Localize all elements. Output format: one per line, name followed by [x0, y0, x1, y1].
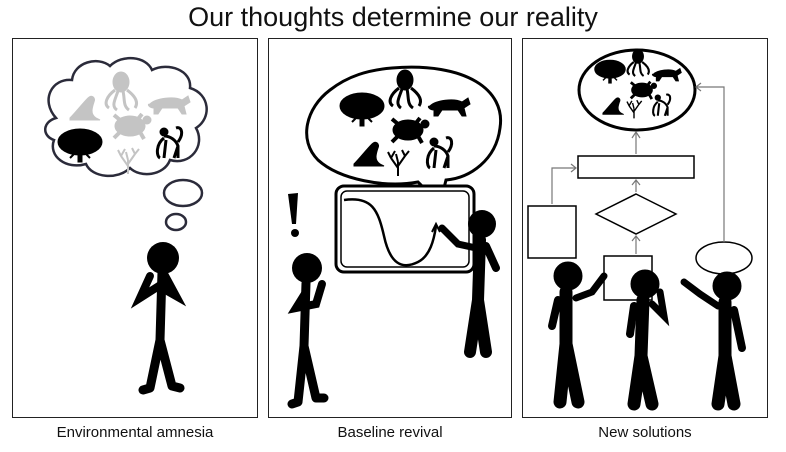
- stick-figure-icon: [287, 253, 329, 409]
- whiteboard: [334, 184, 476, 274]
- process-box: [577, 155, 695, 179]
- idea-bubble: [695, 241, 753, 275]
- stick-figure-icon: [680, 271, 746, 411]
- page-title: Our thoughts determine our reality: [188, 2, 598, 32]
- stick-figure-icon: [626, 269, 670, 411]
- exclamation-icon: [288, 193, 299, 237]
- caption-environmental-amnesia: Environmental amnesia: [56, 424, 214, 441]
- flow-arrows: [551, 82, 725, 254]
- stick-figure-icon: [438, 210, 500, 358]
- side-box: [527, 205, 577, 259]
- stick-figure-icon: [548, 261, 608, 409]
- caption-new-solutions: New solutions: [598, 424, 692, 441]
- caption-baseline-revival: Baseline revival: [337, 424, 443, 441]
- decision-diamond: [594, 193, 678, 235]
- stick-figure-icon: [130, 242, 187, 395]
